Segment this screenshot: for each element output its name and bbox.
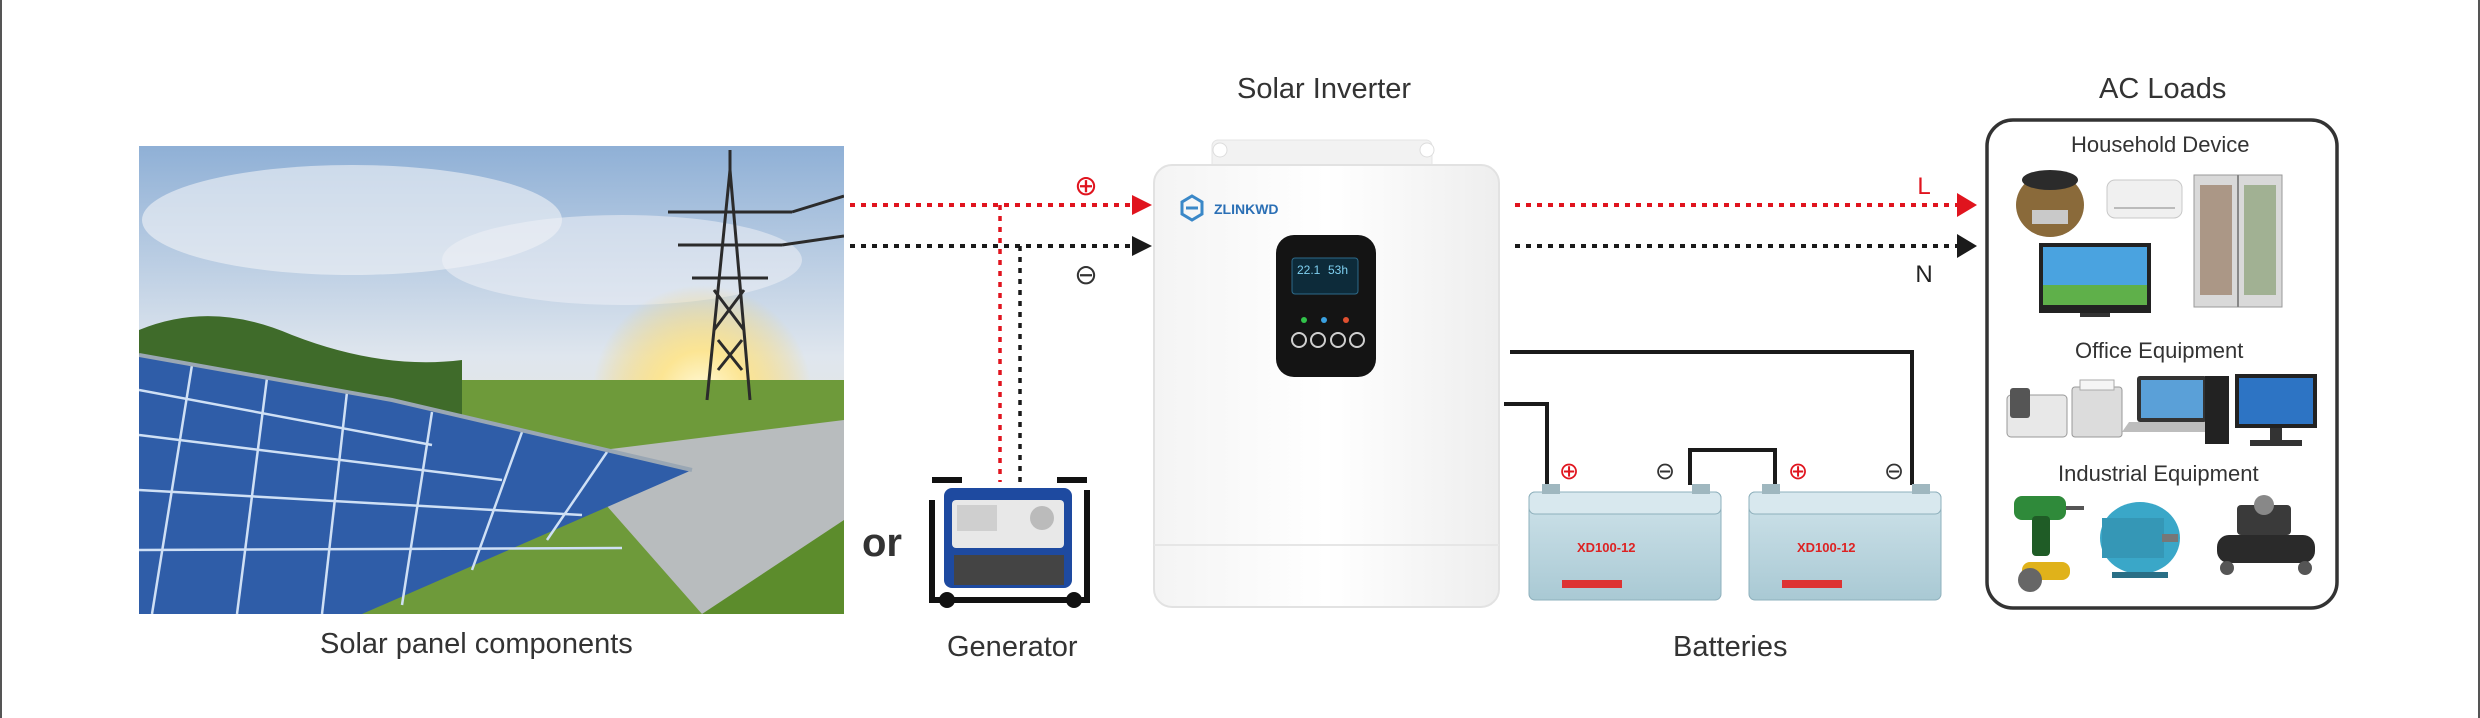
laptop-icon	[2122, 376, 2222, 432]
pv-wires	[850, 195, 1152, 482]
electric-motor-icon	[2100, 502, 2180, 578]
desktop-computer-icon	[2205, 374, 2317, 446]
or-text: or	[862, 521, 902, 565]
lcd-right-value: 53h	[1328, 263, 1348, 277]
battery-2-model: XD100-12	[1797, 540, 1856, 555]
battery-1	[1528, 484, 1722, 601]
neutral-label: N	[1915, 261, 1932, 288]
angle-grinder-icon	[2018, 562, 2070, 592]
inverter-title: Solar Inverter	[1237, 73, 1412, 105]
solar-inverter	[1153, 139, 1500, 608]
television-icon	[2039, 243, 2151, 317]
pv-minus-label: ⊖	[1074, 259, 1097, 290]
line-label: L	[1917, 173, 1930, 200]
solar-title: Solar panel components	[320, 628, 633, 660]
rice-cooker-icon	[2016, 170, 2084, 237]
batteries-title: Batteries	[1673, 631, 1788, 663]
generator-title: Generator	[947, 631, 1078, 663]
drill-icon	[2014, 496, 2084, 556]
battery-wires	[1504, 350, 1914, 485]
solar-panel-photo	[139, 146, 844, 614]
air-compressor-icon	[2217, 495, 2315, 575]
lcd-left-value: 22.1	[1297, 263, 1321, 277]
generator-icon	[929, 477, 1090, 608]
power-pylon-icon	[668, 150, 844, 401]
industrial-title: Industrial Equipment	[2058, 461, 2259, 486]
pv-plus-label: ⊕	[1074, 170, 1097, 201]
ac-loads-title: AC Loads	[2099, 73, 2227, 105]
office-title: Office Equipment	[2075, 338, 2244, 363]
battery-2	[1748, 484, 1942, 601]
ac-loads-box	[1985, 118, 2339, 610]
refrigerator-icon	[2193, 174, 2283, 308]
brand-text: ZLINKWD	[1214, 201, 1279, 217]
battery-1-minus-label: ⊖	[1655, 458, 1675, 485]
battery-1-model: XD100-12	[1577, 540, 1636, 555]
printer-icon	[2071, 379, 2123, 438]
air-conditioner-icon	[2106, 179, 2183, 219]
fax-machine-icon	[2006, 388, 2068, 438]
battery-2-plus-label: ⊕	[1788, 458, 1808, 485]
household-title: Household Device	[2071, 132, 2250, 157]
ac-output-wires	[1515, 193, 1977, 258]
brand-logo-icon	[1180, 194, 1204, 222]
battery-2-minus-label: ⊖	[1884, 458, 1904, 485]
solar-panels-icon	[139, 353, 693, 614]
battery-1-plus-label: ⊕	[1559, 458, 1579, 485]
